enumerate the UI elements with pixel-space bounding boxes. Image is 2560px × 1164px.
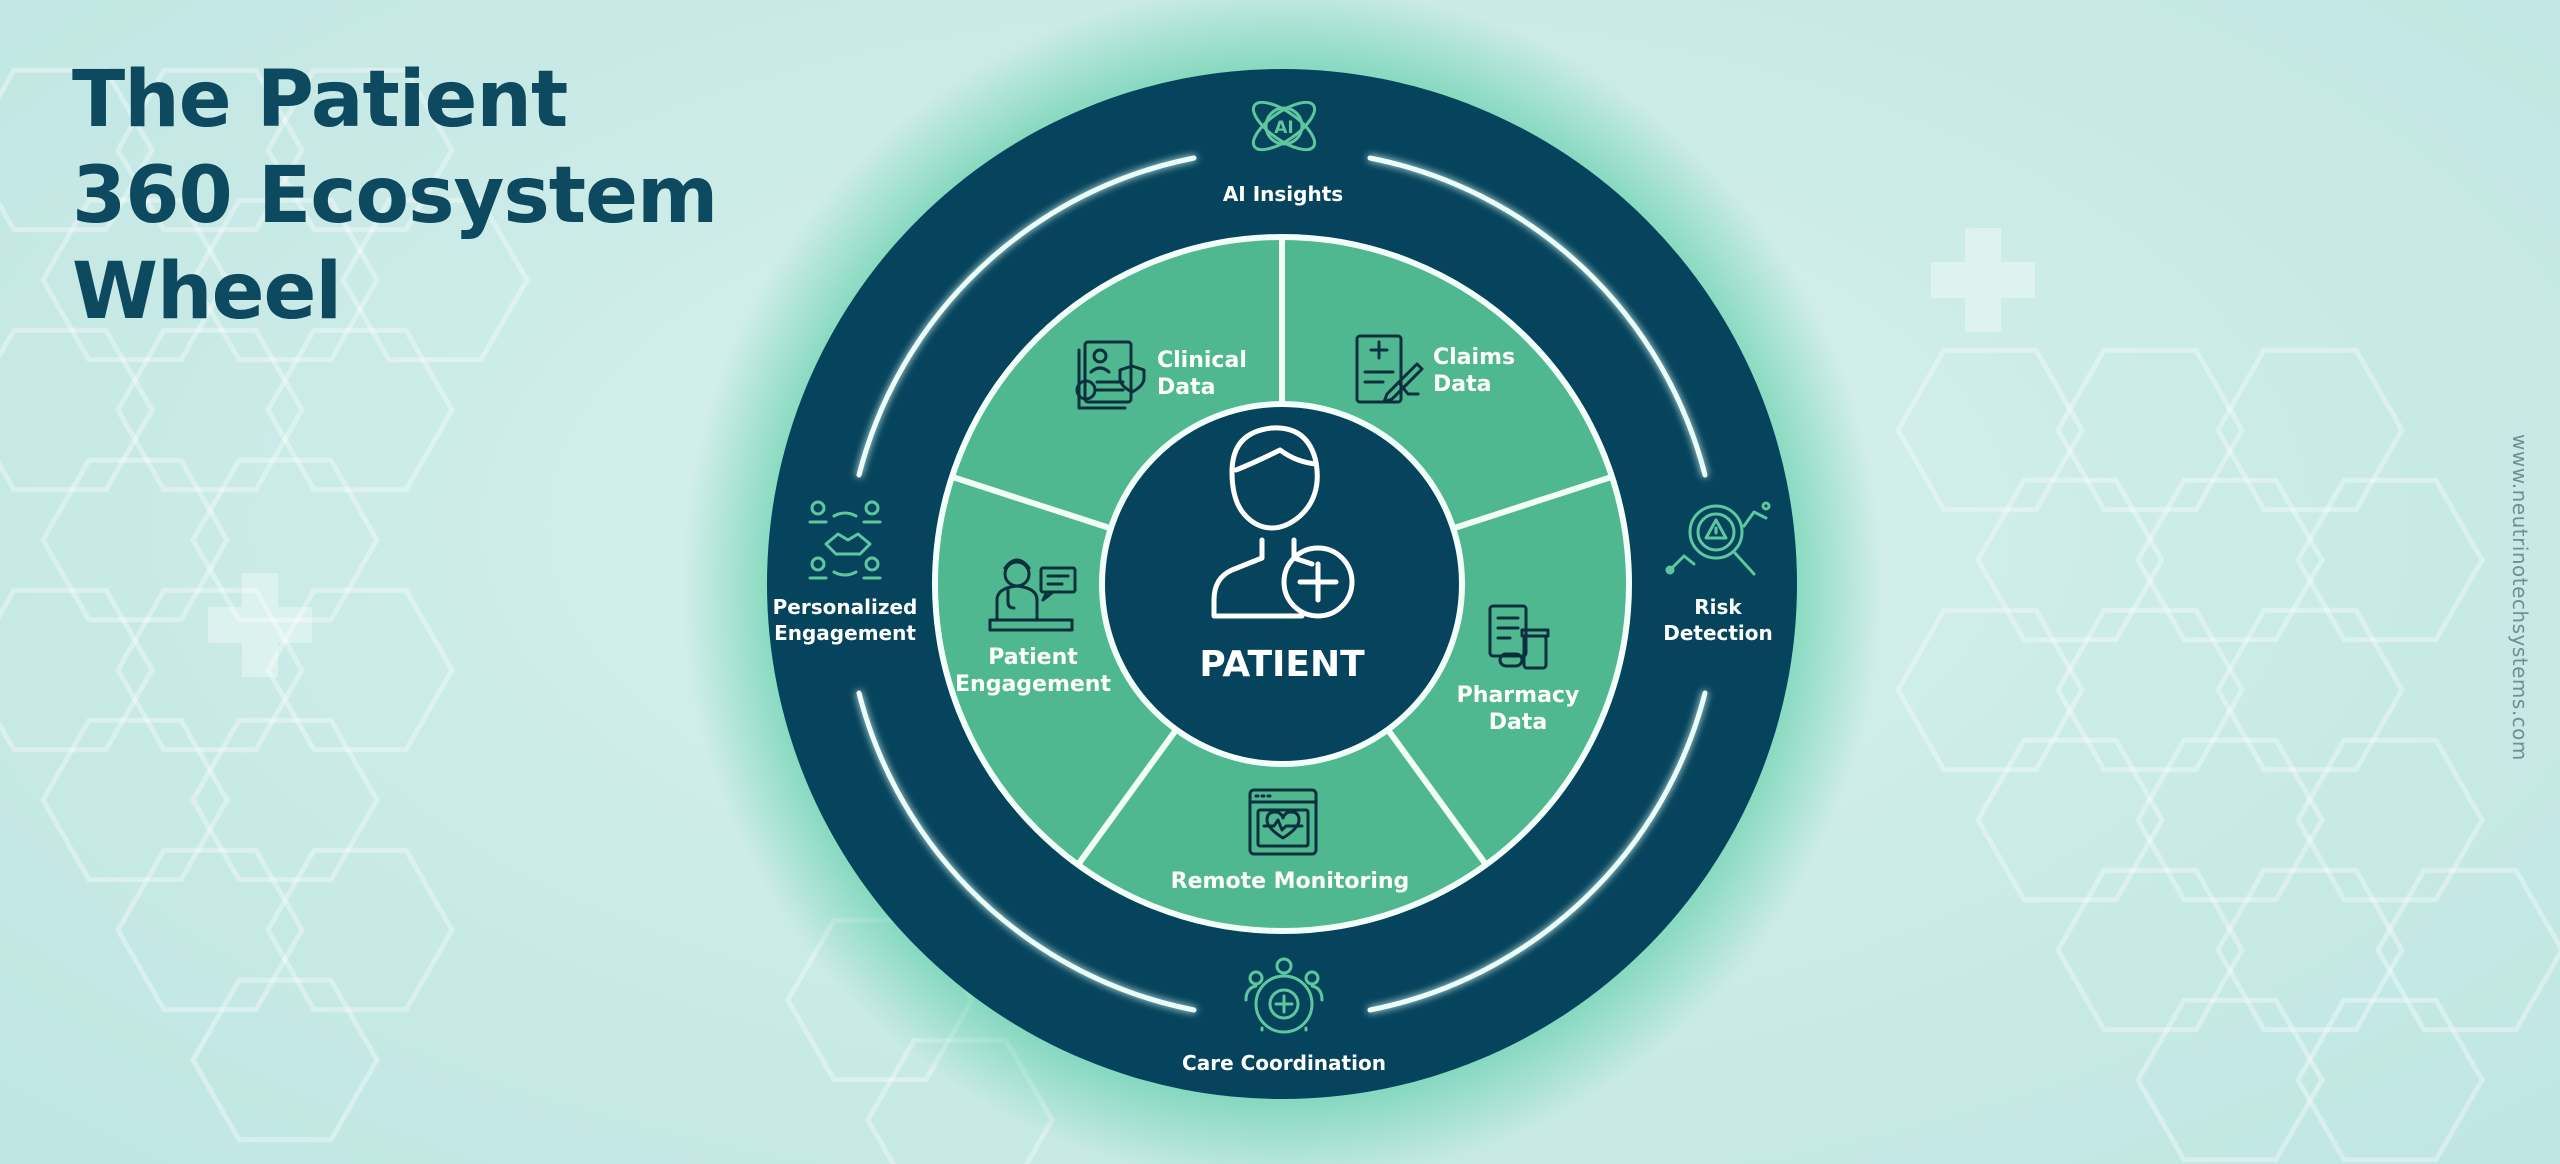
medical-record-icon bbox=[1075, 340, 1146, 410]
background-hexagon bbox=[40, 717, 230, 883]
outer-label-care-coordination: Care Coordination bbox=[1182, 1051, 1386, 1075]
background-hexagon bbox=[2295, 997, 2485, 1163]
background-hexagon bbox=[190, 197, 380, 363]
glow-arc-top-right bbox=[1367, 155, 1708, 478]
background-hexagon bbox=[190, 717, 380, 883]
background-plus-icon bbox=[208, 573, 312, 677]
segment-label-line: Patient bbox=[988, 645, 1078, 670]
outer-glow-arcs bbox=[856, 155, 1708, 1013]
center-label: PATIENT bbox=[1199, 644, 1365, 685]
segment-label-line: Data bbox=[1157, 375, 1215, 400]
pharmacy-icon bbox=[1488, 604, 1550, 670]
background-hexagon bbox=[190, 457, 380, 623]
segment-divider bbox=[951, 473, 1112, 532]
title-line-1: The Patient bbox=[72, 55, 568, 145]
outer-label-ai-insights: AI Insights bbox=[1223, 182, 1343, 206]
segment-label-line: Remote Monitoring bbox=[1171, 869, 1410, 894]
outer-label-line: Personalized bbox=[773, 595, 918, 619]
background-hexagon bbox=[115, 847, 305, 1013]
background-hexagon bbox=[2135, 737, 2325, 903]
risk-magnifier-icon bbox=[1665, 501, 1771, 576]
segment-divider bbox=[1385, 727, 1489, 867]
glow-arc-bottom-left bbox=[856, 690, 1197, 1013]
background-hexagon bbox=[1895, 347, 2085, 513]
background-hexagon bbox=[265, 67, 455, 233]
segment-label-line: Data bbox=[1433, 372, 1491, 397]
segment-remote-monitoring: Remote Monitoring bbox=[1171, 869, 1410, 894]
title-line-2: 360 Ecosystem bbox=[72, 151, 718, 241]
background-hexagon bbox=[0, 67, 155, 233]
segment-label-line: Pharmacy bbox=[1457, 683, 1580, 708]
background-hexagon bbox=[1975, 477, 2165, 643]
outer-label-line: Detection bbox=[1663, 621, 1773, 645]
claims-document-icon bbox=[1355, 334, 1424, 404]
title-line-3: Wheel bbox=[72, 247, 342, 337]
background-hexagon bbox=[2375, 867, 2560, 1033]
outer-label-personalized-engagement: Personalized Engagement bbox=[773, 595, 918, 645]
background-hexagon bbox=[340, 197, 530, 363]
background-hexagon bbox=[40, 457, 230, 623]
background-hexagon bbox=[115, 327, 305, 493]
background-hexagon bbox=[2295, 477, 2485, 643]
segment-label-line: Clinical bbox=[1157, 348, 1247, 373]
segment-pharmacy-data: Pharmacy Data bbox=[1457, 683, 1580, 735]
outer-label-line: Engagement bbox=[774, 621, 916, 645]
background-hexagon bbox=[0, 327, 155, 493]
background-hexagon bbox=[40, 197, 230, 363]
segment-clinical-data: Clinical Data bbox=[1157, 348, 1247, 400]
background-hexagon bbox=[190, 977, 380, 1143]
segment-patient-engagement: Patient Engagement bbox=[955, 645, 1111, 697]
outer-label-risk-detection: Risk Detection bbox=[1663, 595, 1773, 645]
svg-text:AI: AI bbox=[1274, 118, 1293, 138]
background-hexagon bbox=[2055, 607, 2245, 773]
page-title: The Patient 360 Ecosystem Wheel bbox=[72, 52, 718, 340]
ai-atom-icon: AI bbox=[1251, 100, 1317, 152]
segment-label-line: Data bbox=[1489, 710, 1547, 735]
background-hexagon bbox=[265, 847, 455, 1013]
handshake-people-icon bbox=[808, 500, 882, 580]
background-hexagon bbox=[2055, 867, 2245, 1033]
background-hexagon bbox=[1975, 737, 2165, 903]
segment-label-line: Engagement bbox=[955, 672, 1111, 697]
doctor-consult-icon bbox=[988, 558, 1077, 632]
care-team-icon bbox=[1244, 957, 1324, 1034]
background-hexagon bbox=[0, 587, 155, 753]
segment-divider bbox=[1075, 727, 1179, 867]
website-url: www.neutrinotechsystems.com bbox=[2508, 434, 2532, 761]
segment-claims-data: Claims Data bbox=[1433, 345, 1515, 397]
patient-plus-icon bbox=[1211, 425, 1355, 619]
glow-arc-top-left bbox=[856, 155, 1197, 478]
background-hexagon bbox=[115, 67, 305, 233]
background-plus-icon bbox=[1931, 228, 2035, 332]
background-hexagon bbox=[265, 587, 455, 753]
background-hexagon bbox=[115, 587, 305, 753]
background-hexagon bbox=[2135, 477, 2325, 643]
segment-label-line: Claims bbox=[1433, 345, 1515, 370]
background-hexagon bbox=[2055, 347, 2245, 513]
background-hexagon bbox=[2215, 607, 2405, 773]
background-hexagon bbox=[2215, 867, 2405, 1033]
background-hexagon bbox=[2295, 737, 2485, 903]
segment-divider bbox=[1452, 473, 1613, 532]
glow-arc-bottom-right bbox=[1367, 690, 1708, 1013]
outer-label-line: Risk bbox=[1694, 595, 1742, 619]
heart-monitor-icon bbox=[1248, 788, 1318, 856]
background-hexagon bbox=[265, 327, 455, 493]
background-hexagon bbox=[2135, 997, 2325, 1163]
background-hexagon bbox=[1895, 607, 2085, 773]
background-hexagon bbox=[2215, 347, 2405, 513]
